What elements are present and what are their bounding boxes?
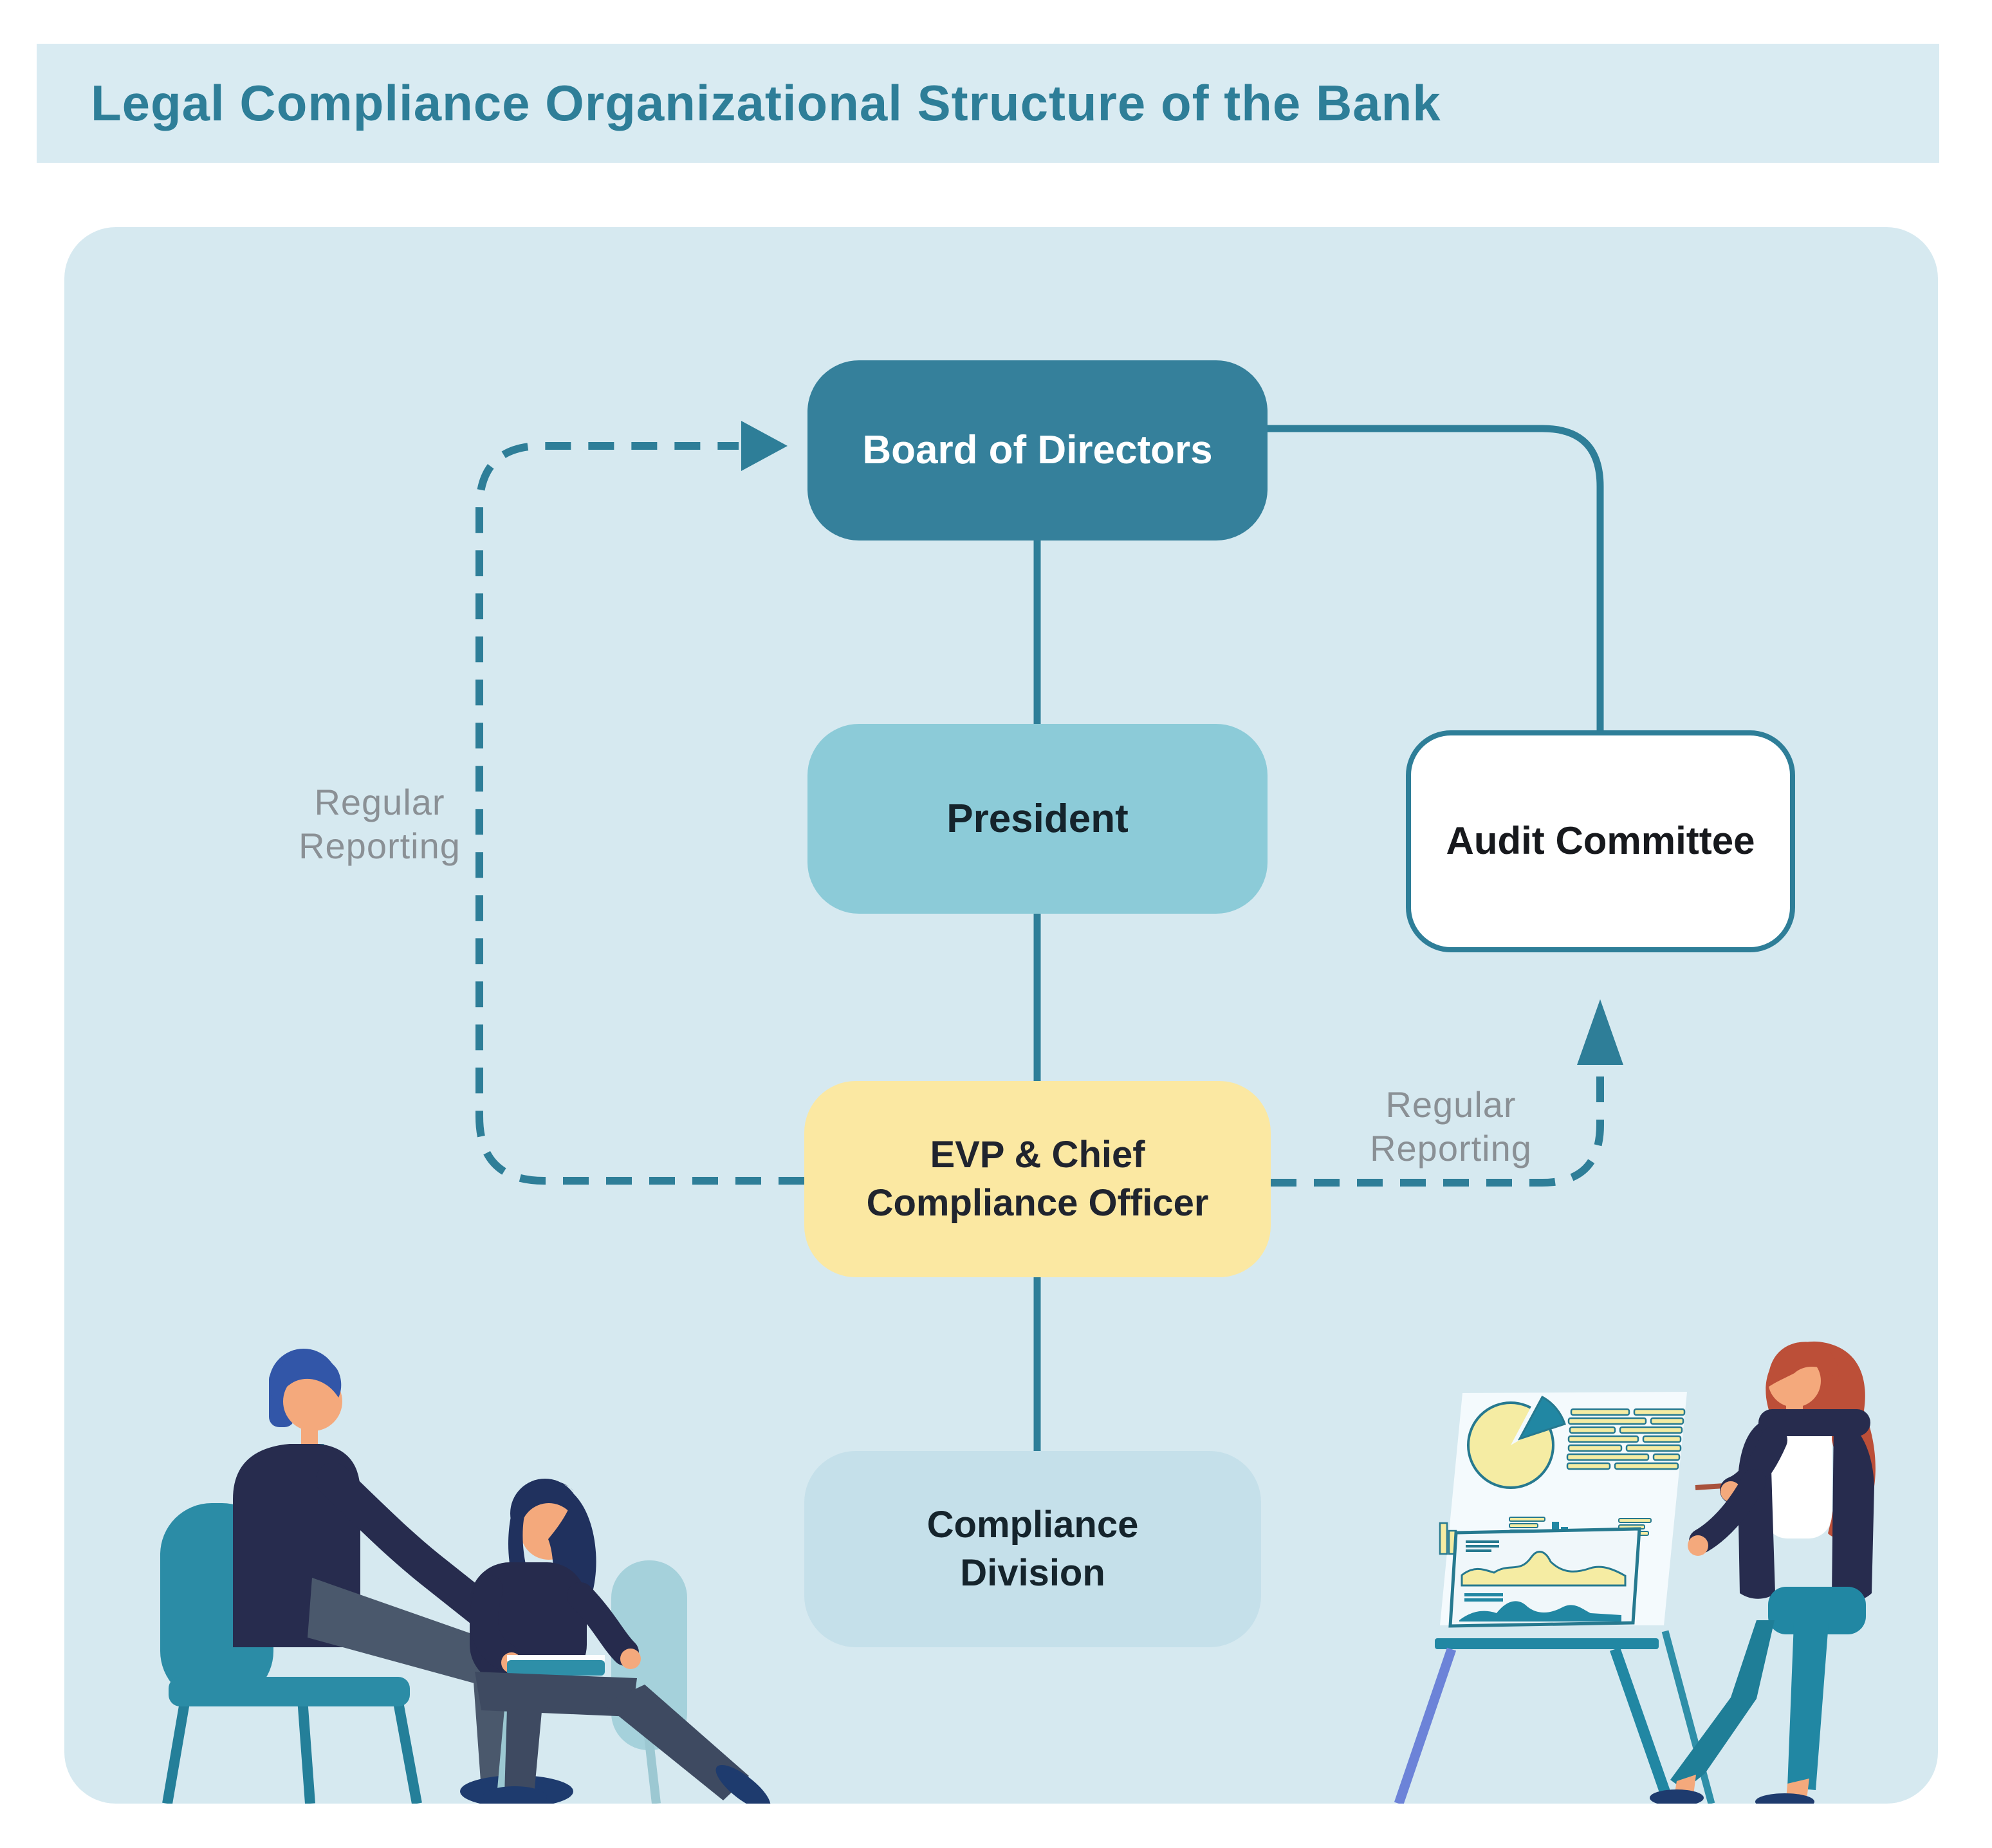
diagram-panel: Board of Directors President Audit Commi… bbox=[64, 227, 1938, 1804]
node-evp-chief-compliance-officer: EVP & Chief Compliance Officer bbox=[804, 1081, 1271, 1277]
woman-shoe-right bbox=[715, 1764, 771, 1804]
framed-area-charts bbox=[1448, 1527, 1641, 1628]
node-president: President bbox=[807, 724, 1268, 914]
presenter-woman bbox=[1650, 1341, 1876, 1804]
label-left-line1: Regular bbox=[314, 782, 445, 822]
connector-lines-layer bbox=[475, 421, 1623, 1451]
node-compliance-label-line2: Division bbox=[960, 1551, 1105, 1594]
node-evp-label-line1: EVP & Chief bbox=[930, 1134, 1145, 1176]
seated-woman bbox=[470, 1479, 771, 1804]
easel-bar bbox=[1435, 1638, 1659, 1649]
node-board-label: Board of Directors bbox=[862, 428, 1213, 473]
node-audit-label: Audit Committee bbox=[1446, 819, 1755, 863]
woman-crossed-leg bbox=[604, 1685, 749, 1800]
illustration-seated-audience bbox=[160, 1349, 771, 1804]
board-text-lines bbox=[1566, 1408, 1686, 1470]
easel-leg-teal bbox=[1609, 1647, 1675, 1804]
presenter-leg-back bbox=[1670, 1620, 1775, 1790]
edge-evp-audit-reporting-dashed bbox=[1271, 1062, 1604, 1187]
presenter-arm-down bbox=[1689, 1469, 1766, 1553]
notebook bbox=[507, 1660, 605, 1676]
label-right-line1: Regular bbox=[1385, 1084, 1517, 1125]
easel-leg-blue bbox=[1394, 1647, 1457, 1804]
edge-board-audit bbox=[1268, 425, 1604, 730]
man-thigh bbox=[308, 1578, 495, 1686]
woman-lower-leg bbox=[504, 1708, 542, 1795]
node-board-of-directors: Board of Directors bbox=[807, 360, 1268, 541]
header-bar: Legal Compliance Organizational Structur… bbox=[37, 44, 1939, 163]
man-arm bbox=[316, 1463, 499, 1627]
woman-arm-left bbox=[470, 1575, 519, 1671]
node-evp-label-line2: Compliance Officer bbox=[866, 1181, 1209, 1224]
woman-thigh bbox=[475, 1672, 637, 1717]
yellow-area-chart bbox=[1461, 1551, 1627, 1587]
node-audit-committee: Audit Committee bbox=[1406, 730, 1795, 952]
node-president-label: President bbox=[946, 796, 1129, 841]
arrowhead-to-audit bbox=[1577, 999, 1623, 1065]
pie-slice bbox=[1517, 1395, 1566, 1441]
arrowhead-to-board bbox=[741, 421, 788, 471]
node-evp-label: EVP & Chief Compliance Officer bbox=[867, 1131, 1209, 1226]
presenter-shoe-front bbox=[1755, 1793, 1814, 1804]
node-compliance-division: Compliance Division bbox=[804, 1451, 1261, 1647]
presenter-leg-front bbox=[1787, 1623, 1829, 1790]
edge-evp-board-reporting-dashed bbox=[475, 442, 804, 1185]
label-regular-reporting-left: Regular Reporting bbox=[270, 781, 489, 869]
easel-rear-leg bbox=[1661, 1630, 1715, 1804]
flipchart-board bbox=[1394, 1392, 1687, 1804]
teal-area-chart bbox=[1459, 1601, 1621, 1622]
notebook-pages bbox=[507, 1655, 605, 1661]
man-face bbox=[283, 1372, 342, 1431]
woman-shoe-left bbox=[483, 1786, 547, 1804]
label-regular-reporting-right: Regular Reporting bbox=[1342, 1083, 1560, 1171]
woman-arm-right bbox=[567, 1582, 639, 1666]
presenter-shoe-back bbox=[1650, 1789, 1704, 1804]
label-left-line2: Reporting bbox=[299, 826, 461, 867]
node-compliance-label: Compliance Division bbox=[927, 1501, 1139, 1596]
node-compliance-label-line1: Compliance bbox=[927, 1504, 1139, 1546]
illustration-presenter-flipchart bbox=[1394, 1341, 1876, 1804]
presenter-jacket-right bbox=[1832, 1418, 1874, 1602]
page-title: Legal Compliance Organizational Structur… bbox=[91, 75, 1441, 131]
label-right-line2: Reporting bbox=[1370, 1128, 1532, 1169]
